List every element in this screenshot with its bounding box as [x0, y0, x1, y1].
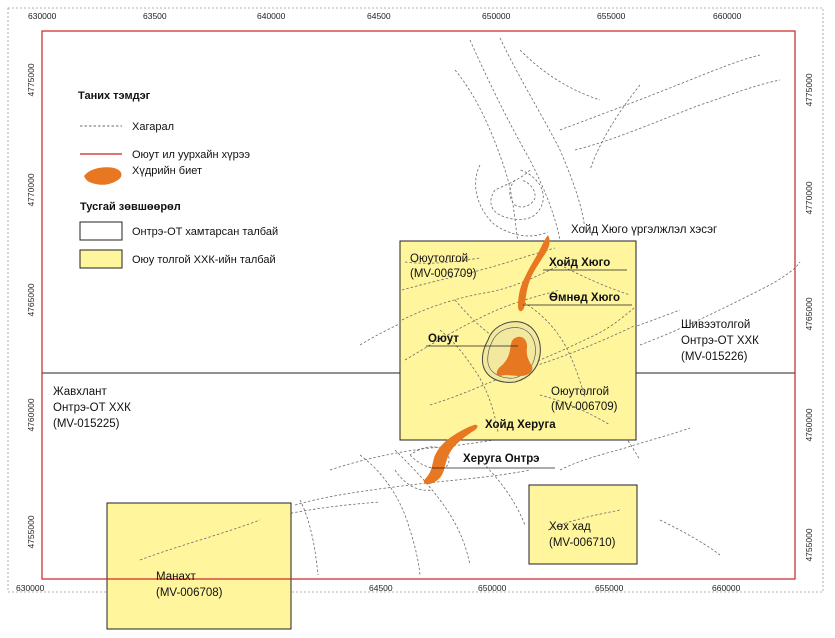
- x-tick-top-4: 650000: [482, 11, 511, 21]
- x-tick-bottom-6: 660000: [712, 583, 741, 593]
- legend-ot-label: Оюу толгой ХХК-ийн талбай: [132, 254, 276, 266]
- y-tick-right-0: 4775000: [804, 73, 814, 106]
- label-hugo-south: Өмнөд Хюго: [549, 292, 620, 304]
- legend-ore-label: Хүдрийн биет: [132, 165, 202, 177]
- x-tick-bottom-5: 655000: [595, 583, 624, 593]
- label-manakht-name: Манахт: [156, 571, 196, 583]
- label-ot-south-name: Оюутолгой: [551, 386, 609, 398]
- license-area-manakht: [106, 502, 292, 630]
- label-javkhlant-3: (MV-015225): [53, 418, 120, 430]
- label-javkhlant-2: Онтрэ-ОТ ХХК: [53, 402, 131, 414]
- legend-jv-label: Онтрэ-ОТ хамтарсан талбай: [132, 226, 278, 238]
- label-manakht-code: (MV-006708): [156, 587, 223, 599]
- label-heruga-north: Хойд Херуга: [485, 419, 556, 431]
- x-tick-top-3: 64500: [367, 11, 391, 21]
- label-shivee-3: (MV-015226): [681, 351, 748, 363]
- y-tick-left-0: 4775000: [26, 63, 36, 96]
- x-tick-top-5: 655000: [597, 11, 626, 21]
- y-tick-right-4: 4755000: [804, 528, 814, 561]
- y-tick-left-3: 4760000: [26, 398, 36, 431]
- label-oyut: Оюут: [428, 333, 459, 345]
- x-tick-top-2: 640000: [257, 11, 286, 21]
- x-tick-bottom-4: 650000: [478, 583, 507, 593]
- legend-road-label: Хагарал: [132, 121, 174, 133]
- label-ot-north-code: (MV-006709): [410, 268, 477, 280]
- ore-body-hugo-north: [518, 235, 550, 312]
- y-tick-left-1: 4770000: [26, 173, 36, 206]
- label-hugo-north: Хойд Хюго: [549, 257, 610, 269]
- y-tick-left-4: 4755000: [26, 515, 36, 548]
- label-ot-south-code: (MV-006709): [551, 401, 618, 413]
- x-tick-top-1: 63500: [143, 11, 167, 21]
- legend-jv-swatch: [79, 221, 123, 241]
- label-javkhlant-1: Жавхлант: [53, 386, 107, 398]
- label-shivee-1: Шивээтолгой: [681, 319, 750, 331]
- x-tick-bottom-0: 630000: [16, 583, 45, 593]
- label-ot-north-name: Оюутолгой: [410, 253, 468, 265]
- x-tick-bottom-3: 64500: [369, 583, 393, 593]
- y-tick-left-2: 4765000: [26, 283, 36, 316]
- legend-ore-swatch: [84, 167, 122, 185]
- y-tick-right-3: 4760000: [804, 408, 814, 441]
- legend-pit-label: Оюут ил уурхайн хүрээ: [132, 149, 250, 161]
- legend-ot-swatch: [79, 249, 123, 269]
- ore-body-oyut: [496, 336, 533, 376]
- label-heruga-ontre: Херуга Онтрэ: [463, 453, 539, 465]
- y-tick-right-1: 4770000: [804, 181, 814, 214]
- license-area-khokh-khad: [528, 484, 638, 565]
- legend-title: Таних тэмдэг: [78, 90, 151, 102]
- map-legend: Таних тэмдэг Хагарал Оюут ил уурхайн хүр…: [78, 90, 278, 269]
- legend-license-title: Тусгай зөвшөөрөл: [80, 201, 181, 213]
- label-hugo-north-extension: Хойд Хюго үргэлжлэл хэсэг: [571, 224, 717, 236]
- y-tick-right-2: 4765000: [804, 297, 814, 330]
- label-shivee-2: Онтрэ-ОТ ХХК: [681, 335, 759, 347]
- x-tick-top-6: 660000: [713, 11, 742, 21]
- mine-boundary: [41, 30, 796, 580]
- outer-frame: [7, 7, 824, 593]
- label-khokhkhad-name: Хөх хад: [549, 521, 591, 533]
- ore-body-heruga-north: [423, 424, 478, 485]
- label-khokhkhad-code: (MV-006710): [549, 537, 616, 549]
- x-tick-top-0: 630000: [28, 11, 57, 21]
